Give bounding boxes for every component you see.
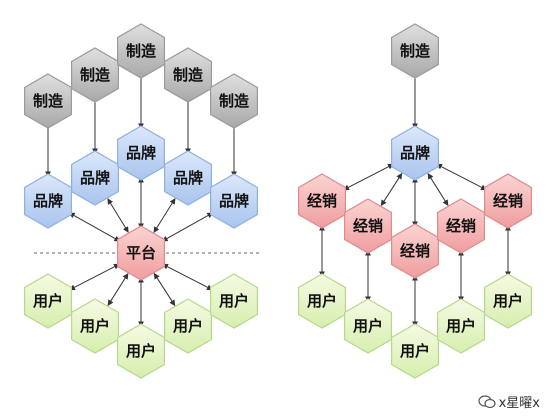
arrow-Lb2-Lp bbox=[107, 198, 129, 233]
hexagon-shape bbox=[484, 273, 533, 329]
dealer-node-Rd5: 经销 bbox=[484, 173, 533, 229]
node-label: 用户 bbox=[353, 317, 383, 335]
node-label: 用户 bbox=[126, 342, 156, 360]
node-label: 经销 bbox=[493, 192, 523, 210]
arrow-Lp-Lu2 bbox=[107, 273, 129, 306]
platform-node-Lp: 平台 bbox=[116, 225, 165, 281]
user-node-Lu4: 用户 bbox=[164, 298, 212, 354]
arrow-Rb-Rd1 bbox=[343, 163, 394, 191]
node-label: 用户 bbox=[173, 317, 203, 335]
make-node-Lm1: 制造 bbox=[24, 73, 73, 129]
node-label: 品牌 bbox=[126, 144, 156, 162]
wechat-icon bbox=[478, 394, 496, 408]
hexagon-shape bbox=[298, 173, 346, 229]
node-label: 经销 bbox=[353, 217, 383, 235]
hexagon-shape bbox=[344, 298, 392, 354]
node-label: 用户 bbox=[446, 317, 476, 335]
node-label: 经销 bbox=[400, 242, 430, 260]
user-node-Ru1: 用户 bbox=[298, 273, 346, 329]
hexagon-shape bbox=[116, 23, 165, 79]
hexagon-shape bbox=[298, 273, 346, 329]
node-label: 制造 bbox=[126, 42, 156, 60]
hexagon-shape bbox=[164, 150, 212, 206]
hexagon-shape bbox=[391, 23, 439, 79]
node-label: 用户 bbox=[493, 292, 523, 310]
node-label: 制造 bbox=[33, 92, 63, 110]
node-label: 制造 bbox=[173, 66, 203, 84]
hexagon-shape bbox=[116, 125, 165, 181]
node-label: 经销 bbox=[446, 217, 476, 235]
make-node-Lm2: 制造 bbox=[70, 47, 120, 103]
node-label: 用户 bbox=[80, 317, 110, 335]
brand-node-Lb2: 品牌 bbox=[70, 150, 120, 206]
brand-node-Lb4: 品牌 bbox=[164, 150, 212, 206]
brand-node-Lb5: 品牌 bbox=[210, 173, 258, 229]
watermark-text: x星曜x bbox=[498, 396, 540, 411]
hexagon-shape bbox=[116, 225, 165, 281]
edges-layer bbox=[45, 75, 511, 328]
hexagon-shape bbox=[344, 198, 392, 254]
brand-node-Lb3: 品牌 bbox=[116, 125, 165, 181]
make-node-Rm: 制造 bbox=[391, 23, 439, 79]
arrow-Lb4-Lp bbox=[153, 198, 176, 233]
user-node-Lu1: 用户 bbox=[24, 273, 73, 329]
node-label: 用户 bbox=[400, 342, 430, 360]
node-label: 制造 bbox=[80, 66, 110, 84]
node-label: 品牌 bbox=[173, 169, 203, 187]
node-label: 用户 bbox=[219, 292, 249, 310]
user-node-Lu2: 用户 bbox=[70, 298, 120, 354]
hexagon-shape bbox=[210, 173, 258, 229]
arrow-Rb-Rd4 bbox=[427, 173, 449, 206]
node-label: 制造 bbox=[400, 42, 430, 60]
arrow-Rb-Rd2 bbox=[380, 172, 403, 207]
node-label: 制造 bbox=[219, 92, 249, 110]
hexagon-shape bbox=[391, 125, 439, 181]
brand-node-Lb1: 品牌 bbox=[24, 173, 73, 229]
brand-node-Rb: 品牌 bbox=[391, 125, 439, 181]
dealer-node-Rd2: 经销 bbox=[344, 198, 392, 254]
arrow-Lp-Lu1 bbox=[69, 263, 120, 291]
make-node-Lm5: 制造 bbox=[210, 73, 258, 129]
node-label: 经销 bbox=[307, 192, 337, 210]
dealer-node-Rd3: 经销 bbox=[391, 223, 439, 279]
hexagon-shape bbox=[484, 173, 533, 229]
node-label: 品牌 bbox=[33, 192, 63, 210]
make-node-Lm3: 制造 bbox=[116, 23, 165, 79]
arrow-Lb1-Lp bbox=[68, 212, 121, 242]
dealer-node-Rd4: 经销 bbox=[437, 198, 485, 254]
user-node-Ru3: 用户 bbox=[391, 323, 439, 379]
dealer-node-Rd1: 经销 bbox=[298, 173, 346, 229]
hexagon-shape bbox=[70, 298, 120, 354]
arrow-Lp-Lu4 bbox=[153, 272, 176, 307]
user-node-Ru5: 用户 bbox=[484, 273, 533, 329]
watermark: x星曜x bbox=[478, 392, 540, 411]
node-label: 品牌 bbox=[400, 144, 430, 162]
user-node-Lu5: 用户 bbox=[210, 273, 258, 329]
node-label: 品牌 bbox=[80, 169, 110, 187]
node-label: 用户 bbox=[33, 292, 63, 310]
arrow-Rb-Rd5 bbox=[436, 163, 487, 191]
user-node-Ru4: 用户 bbox=[437, 298, 485, 354]
hexagon-shape bbox=[24, 273, 73, 329]
node-label: 用户 bbox=[307, 292, 337, 310]
make-node-Lm4: 制造 bbox=[164, 47, 212, 103]
nodes-layer: 制造制造制造制造制造品牌品牌品牌品牌品牌平台用户用户用户用户用户制造品牌经销经销… bbox=[24, 23, 533, 379]
node-label: 品牌 bbox=[219, 192, 249, 210]
user-node-Ru2: 用户 bbox=[344, 298, 392, 354]
hexagon-shape bbox=[164, 47, 212, 103]
hexagon-shape bbox=[210, 73, 258, 129]
user-node-Lu3: 用户 bbox=[116, 323, 165, 379]
arrow-Lb5-Lp bbox=[161, 212, 214, 242]
arrow-Lp-Lu5 bbox=[162, 263, 213, 291]
node-label: 平台 bbox=[126, 244, 156, 262]
hexagon-shape bbox=[210, 273, 258, 329]
